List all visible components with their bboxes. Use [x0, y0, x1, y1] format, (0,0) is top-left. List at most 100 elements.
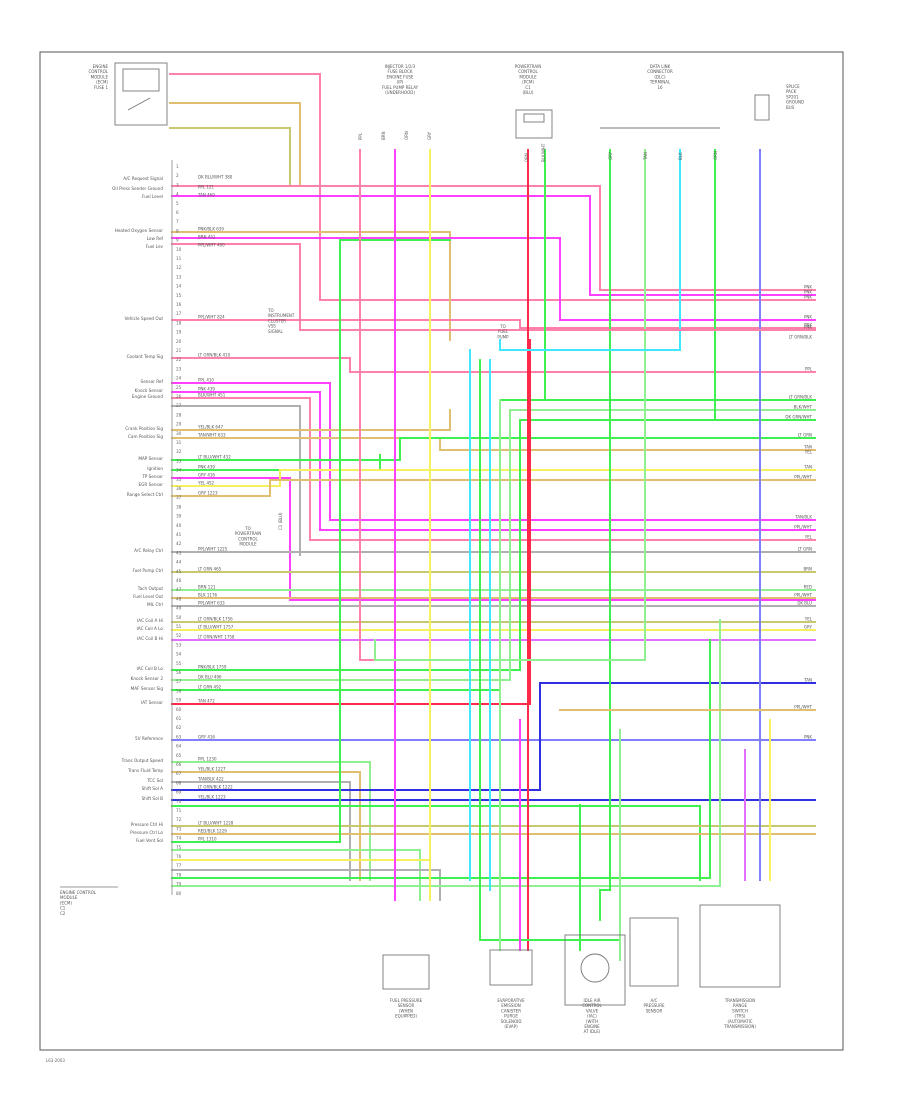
pin-number: 15 — [176, 293, 182, 298]
pin-number: 50 — [176, 615, 182, 620]
fuse-column-label: PPL — [358, 132, 363, 140]
pin-label: Sensor Ref — [141, 379, 164, 384]
pin-label: Coolant Temp Sig — [127, 354, 164, 359]
pin-label: IAC Coil B Lo — [137, 666, 164, 671]
wire-54 — [374, 149, 646, 661]
bottom-component-label: PRESSURE — [643, 1003, 665, 1008]
wire-47 — [171, 619, 721, 887]
connector-note: C1 (BLU) — [278, 512, 283, 530]
pin-number: 35 — [176, 477, 182, 482]
wire-6 — [171, 237, 816, 321]
wire-1 — [169, 102, 301, 187]
wire-label: BLK/WHT 451 — [198, 393, 226, 398]
component-layer — [60, 62, 781, 1006]
pin-number: 64 — [176, 744, 182, 749]
relay-label: ENGINE — [93, 64, 109, 69]
pcm-label: CONTROL — [518, 69, 538, 74]
pin-number: 20 — [176, 339, 182, 344]
wire-label: PPL/WHT 633 — [198, 601, 225, 606]
fuel-pump-note: PUMP — [497, 334, 509, 339]
wire-31 — [171, 399, 816, 691]
wire-39 — [171, 805, 701, 881]
wire-label: TAN 469 — [197, 193, 215, 198]
pin-label: Heated Oxygen Sensor — [115, 228, 164, 233]
bottom-component-label: SENSOR — [646, 1008, 663, 1013]
pin-number: 41 — [176, 532, 182, 537]
pin-number: 40 — [176, 523, 182, 528]
pin-number: 47 — [176, 587, 182, 592]
wire-label: YEL/BLK 647 — [197, 425, 224, 430]
relay-coil — [122, 68, 160, 92]
pin-label: Trans Fluid Temp — [127, 768, 163, 773]
wire-label: LT BLU/WHT 1757 — [198, 625, 234, 630]
pin-number: 79 — [176, 882, 182, 887]
wire-36 — [171, 781, 351, 881]
iac-valve — [564, 934, 626, 1006]
pin-number: 38 — [176, 504, 182, 509]
wire-label: YEL/BLK 1223 — [197, 795, 226, 800]
right-wire-label: LT GRN/BLK — [789, 335, 813, 340]
wire-label: RED/BLK 1229 — [198, 829, 227, 834]
wire-label: PPL 410 — [198, 378, 214, 383]
ground-splice-label: SP201 — [786, 94, 799, 99]
pin-label: Fuel Level Out — [133, 594, 163, 599]
pin-number: 34 — [176, 468, 182, 473]
pin-number: 29 — [176, 422, 182, 427]
wire-32 — [171, 339, 531, 705]
pin-number: 70 — [176, 799, 182, 804]
right-wire-label: PPL — [805, 367, 813, 372]
pin-number: 55 — [176, 661, 182, 666]
right-wire-label: DK GRN/WHT — [785, 415, 812, 420]
pin-number: 48 — [176, 596, 182, 601]
wire-43 — [171, 849, 421, 901]
wire-label: PPL 1310 — [198, 837, 217, 842]
pin-label: Shift Sol B — [142, 796, 164, 801]
relay-label: (ECM) — [96, 80, 108, 85]
ac-pressure-sensor — [629, 917, 679, 987]
pin-number: 43 — [176, 550, 182, 555]
pin-number: 3 — [176, 182, 179, 187]
dlc-column-label: BLK — [678, 152, 683, 160]
evap-solenoid — [489, 949, 533, 986]
pin-label: Vehicle Speed Out — [125, 316, 164, 321]
right-wire-label: PPL/WHT — [794, 525, 812, 530]
pin-label: Fuel Pump Ctrl — [132, 568, 163, 573]
wire-label: PPL/WHT 400 — [198, 243, 225, 248]
wire-label: GRY 416 — [198, 735, 215, 740]
pin-number: 1 — [176, 164, 179, 169]
footer-code: L63-2003 — [46, 1058, 65, 1063]
bottom-component-label: CONTROL — [582, 1003, 602, 1008]
wire-35 — [171, 771, 361, 881]
pin-number: 12 — [176, 265, 182, 270]
vss-note: TO — [267, 308, 274, 313]
right-wire-label: RED — [804, 585, 812, 590]
bottom-component-label: SWITCH — [732, 1008, 748, 1013]
wire-label: TAN/BLK 422 — [197, 777, 224, 782]
bottom-component-label: A/C — [651, 998, 658, 1003]
pcm-note: TO — [244, 526, 251, 531]
pin-number: 51 — [176, 624, 182, 629]
pin-number: 72 — [176, 817, 182, 822]
ecm-footer-label: C2 — [60, 911, 66, 916]
relay-label: MODULE — [91, 74, 109, 79]
pin-label: Fuel Lev — [146, 244, 164, 249]
vss-note: INSTRUMENT — [268, 313, 295, 318]
wire-label: PNK 439 — [198, 387, 215, 392]
pin-number: 69 — [176, 790, 182, 795]
wire-label: TAN 472 — [197, 699, 215, 704]
pin-label: TP Sensor — [141, 474, 163, 479]
pin-number: 25 — [176, 385, 182, 390]
pin-number: 8 — [176, 228, 179, 233]
pin-number: 36 — [176, 486, 182, 491]
bottom-component-label: EVAPORATIVE — [497, 998, 525, 1003]
pcm-note: CONTROL — [238, 536, 258, 541]
wire-16 — [171, 437, 816, 461]
pin-number: 60 — [176, 707, 182, 712]
pin-number: 5 — [176, 201, 179, 206]
right-wire-label: GRY — [804, 625, 813, 630]
right-wire-label: BLK/WHT — [794, 405, 813, 410]
bottom-component-label: RANGE — [733, 1003, 747, 1008]
pin-number: 56 — [176, 670, 182, 675]
pin-number: 28 — [176, 412, 182, 417]
